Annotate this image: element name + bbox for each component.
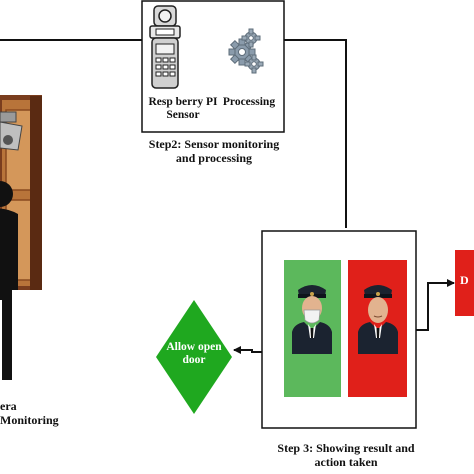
security-camera-icon	[0, 111, 23, 151]
person-silhouette-icon	[0, 181, 18, 380]
sensor-label: Resp berry PI Sensor	[148, 96, 218, 122]
officer-without-mask-icon	[358, 285, 398, 354]
connector-result-to-deny	[416, 279, 455, 331]
processing-label: Processing	[222, 96, 276, 108]
connector-sensor-to-result	[284, 39, 347, 228]
step3-caption: Step 3: Showing result and action taken	[277, 441, 415, 469]
connector-result-to-allow	[233, 346, 262, 354]
deny-decision-label: D	[460, 273, 469, 287]
allow-decision-label: Allow open door	[166, 341, 222, 367]
sensor-device-icon	[149, 5, 181, 89]
allow-decision-diamond	[156, 300, 232, 414]
step2-caption: Step2: Sensor monitoring and processing	[148, 137, 280, 165]
gears-icon	[228, 28, 264, 74]
step1-caption: era Monitoring	[0, 399, 59, 427]
officer-with-mask-icon	[292, 285, 332, 354]
deny-decision-diamond-body	[455, 250, 474, 316]
